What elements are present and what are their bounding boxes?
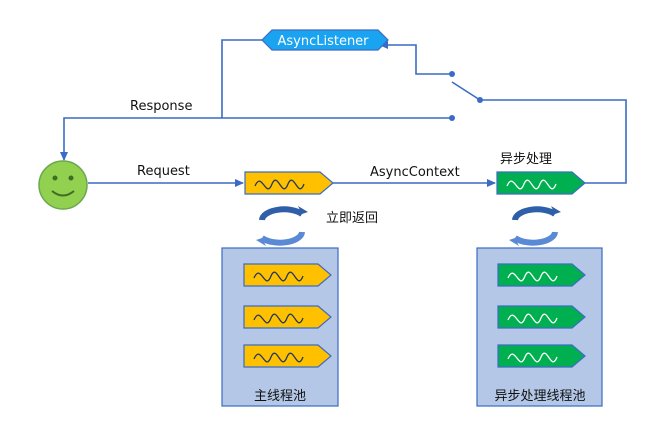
async-callback-line — [480, 99, 627, 184]
response-label: Response — [130, 99, 192, 114]
listener-arrow — [379, 41, 452, 75]
smiley-face-icon — [38, 160, 88, 210]
async-listener-label: AsyncListener — [277, 34, 369, 49]
flow-lines — [60, 39, 627, 187]
main-pool-thread-3 — [243, 344, 332, 368]
circular-arrows-icon-async — [509, 206, 561, 246]
async-processing-label: 异步处理 — [500, 152, 552, 167]
switch-icon — [449, 71, 483, 121]
async-context-label: AsyncContext — [370, 165, 460, 180]
async-pool-label: 异步处理线程池 — [494, 389, 585, 404]
async-pool-thread-1 — [497, 263, 586, 287]
main-pool-thread-2 — [243, 305, 332, 329]
main-thread-icon — [244, 171, 334, 195]
response-arrow — [60, 117, 452, 161]
async-thread-icon — [496, 171, 586, 195]
listener-response-line — [221, 39, 272, 118]
async-pool-thread-3 — [497, 344, 586, 368]
async-listener-badge: AsyncListener — [261, 29, 389, 51]
request-label: Request — [137, 164, 190, 179]
return-immediately-label: 立即返回 — [326, 211, 378, 226]
main-pool-thread-1 — [243, 263, 332, 287]
async-pool-thread-2 — [497, 305, 586, 329]
switch-blade — [451, 81, 481, 101]
circular-arrows-icon — [256, 206, 308, 246]
main-pool-label: 主线程池 — [254, 389, 306, 404]
